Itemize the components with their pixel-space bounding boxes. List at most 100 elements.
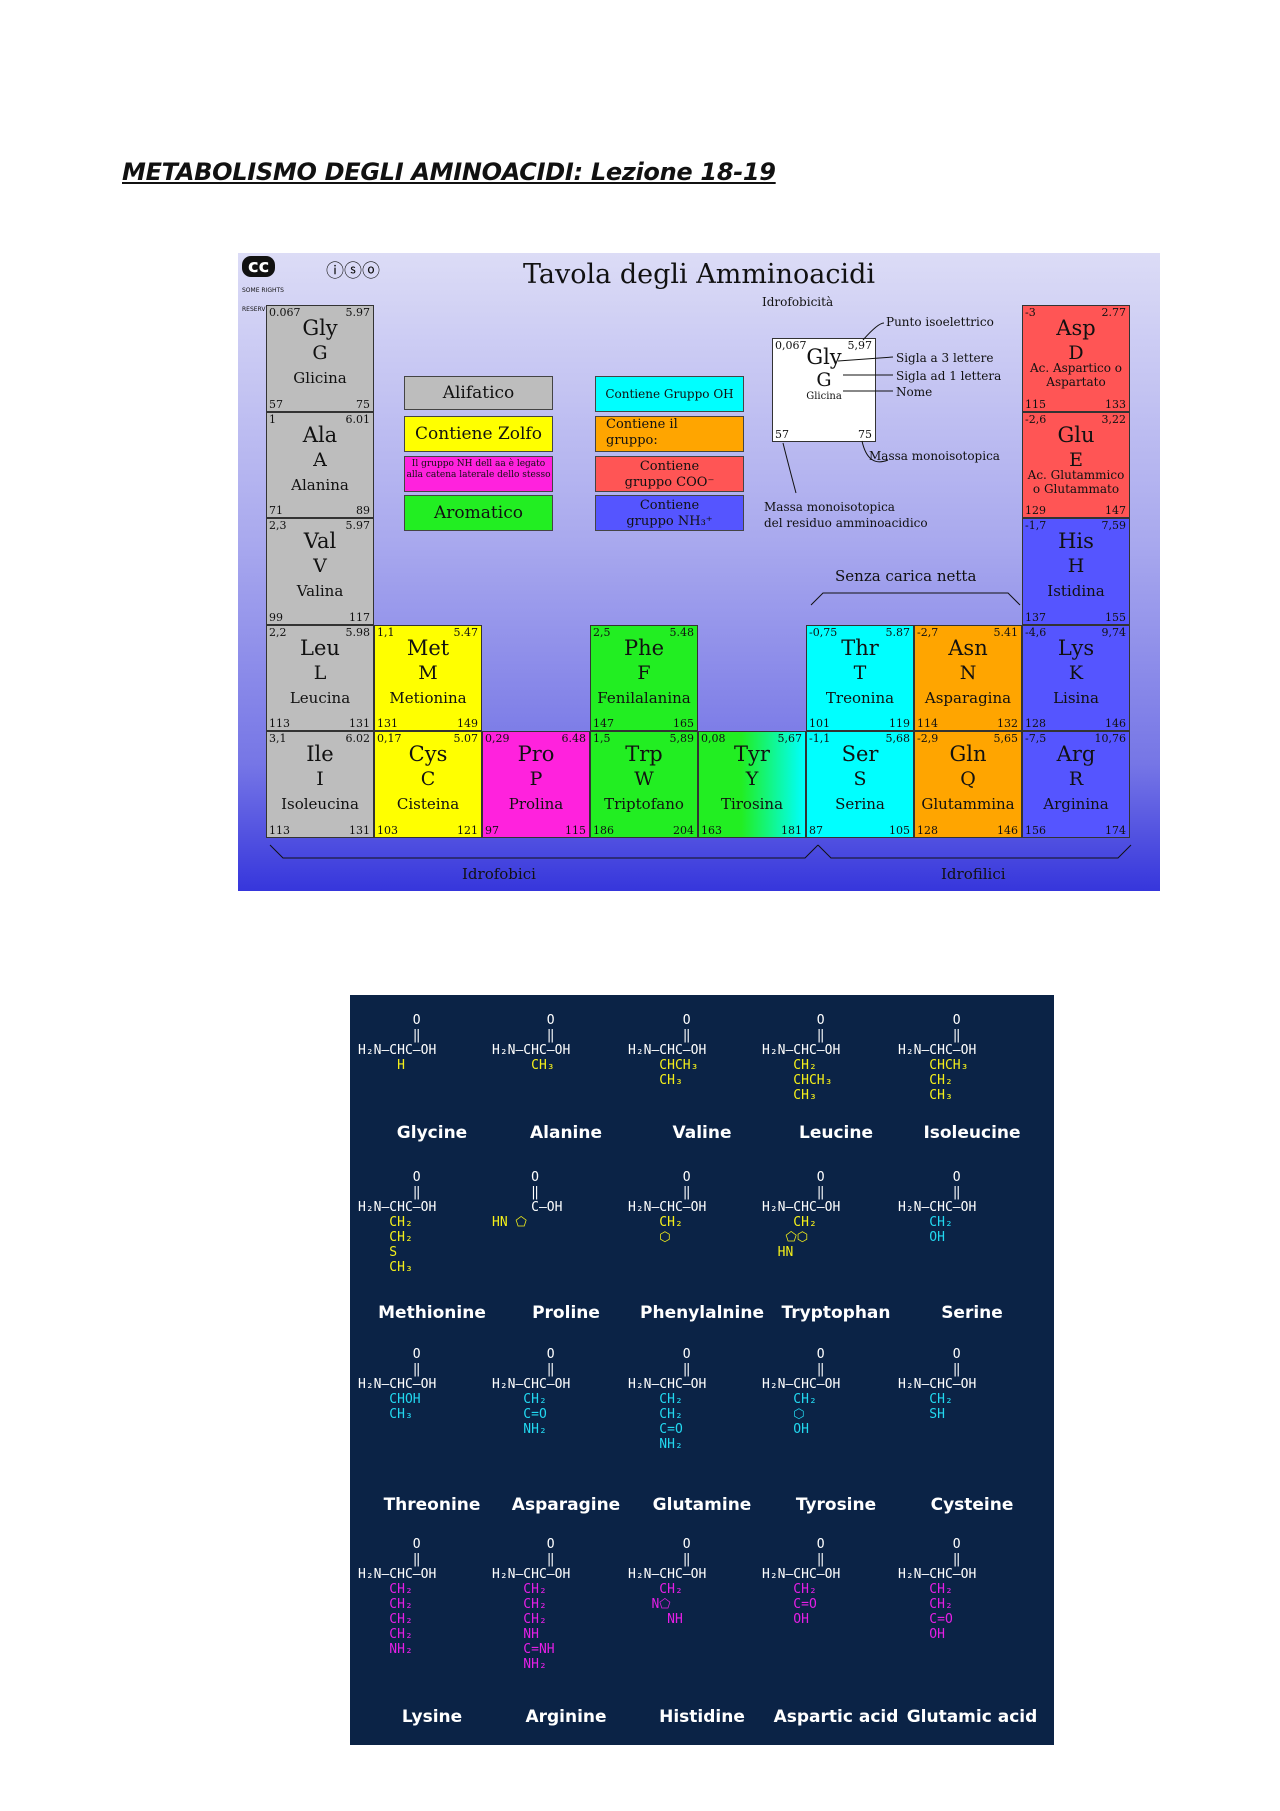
key-sample-pi: 5,97 xyxy=(847,339,873,352)
key-sample-residue-mass: 57 xyxy=(775,428,789,441)
formula-line: ‖ xyxy=(628,1185,691,1200)
formula-line: C=O xyxy=(898,1612,953,1627)
key-three-letter: Sigla a 3 lettere xyxy=(896,351,994,365)
formula-line: O xyxy=(628,1170,691,1185)
legend-amide: Contiene il gruppo: xyxy=(595,416,744,452)
formula-line: S xyxy=(358,1245,398,1260)
structural-formula: O ‖H₂N—CHC—OH CH₂ CH₂ C=O OH xyxy=(898,1537,1046,1642)
structure-name: Lysine xyxy=(401,1707,463,1727)
formula-line: CH₂ xyxy=(762,1392,817,1407)
aa-isoelectric-point: 3,22 xyxy=(1101,412,1127,426)
legend-sulfur: Contiene Zolfo xyxy=(404,416,553,452)
aa-one-letter-code: S xyxy=(853,768,867,790)
aa-three-letter-code: Leu xyxy=(300,635,340,660)
aa-name: Treonina xyxy=(825,688,895,707)
formula-line: O xyxy=(492,1347,555,1362)
formula-line: NH xyxy=(492,1627,539,1642)
formula-line: O xyxy=(358,1170,421,1185)
aa-residue-mass: 57 xyxy=(269,397,283,411)
formula-line: ‖ xyxy=(628,1552,691,1567)
formula-line: ‖ xyxy=(358,1362,421,1377)
structural-formula: O ‖H₂N—CHC—OH H xyxy=(358,1013,506,1073)
legend-oh: Contiene Gruppo OH xyxy=(595,376,744,412)
aa-mono-mass: 146 xyxy=(1105,717,1126,730)
structure-name: Isoleucine xyxy=(923,1123,1021,1143)
formula-line: O xyxy=(358,1537,421,1552)
aa-residue-mass: 131 xyxy=(377,717,398,730)
legend-coo-line2: gruppo COO⁻ xyxy=(624,475,715,490)
legend-aliphatic: Alifatico xyxy=(404,376,553,410)
hydrophobic-label: Idrofobici xyxy=(462,865,536,883)
aa-isoelectric-point: 5,65 xyxy=(993,732,1019,745)
aa-three-letter-code: Asn xyxy=(948,635,988,660)
aa-hydrophobicity: 0.067 xyxy=(269,306,301,319)
formula-line: ⬡ xyxy=(762,1407,805,1422)
aa-isoelectric-point: 9,74 xyxy=(1101,625,1127,639)
formula-line: CH₂ xyxy=(492,1597,547,1612)
aa-three-letter-code: Glu xyxy=(1057,422,1095,447)
aa-hydrophobicity: 0,17 xyxy=(377,732,402,745)
aa-three-letter-code: Gly xyxy=(302,316,338,340)
legend-nh3-line1: Contiene xyxy=(639,498,700,513)
formula-line: OH xyxy=(762,1422,809,1437)
aa-isoelectric-point: 5.98 xyxy=(345,625,371,639)
structural-formula: O ‖H₂N—CHC—OH CH₂ N⬠ NH xyxy=(628,1537,776,1627)
formula-line: CH₂ xyxy=(762,1215,817,1230)
hydrophilic-label: Idrofilici xyxy=(941,865,1006,883)
structure-lysine: O ‖H₂N—CHC—OH CH₂ CH₂ CH₂ CH₂ NH₂ Lysine xyxy=(358,995,506,1745)
formula-line: ‖ xyxy=(898,1362,961,1377)
aa-hydrophobicity: 2,3 xyxy=(269,519,287,532)
aa-residue-mass: 163 xyxy=(701,823,722,837)
formula-line: CHCH₃ xyxy=(898,1058,969,1073)
structure-name: Histidine xyxy=(659,1707,745,1727)
aa-name: Ac. Glutammico o Glutammato xyxy=(1027,467,1125,496)
legend-amide-line1: Contiene il xyxy=(606,417,678,432)
formula-line: ‖ xyxy=(762,1185,825,1200)
formula-line: ‖ xyxy=(358,1185,421,1200)
aa-one-letter-code: F xyxy=(637,661,651,684)
structural-formula: O ‖H₂N—CHC—OH CH₂ CH₂ S CH₃ xyxy=(358,1170,506,1275)
aa-mono-mass: 165 xyxy=(673,717,694,730)
formula-line: CHCH₃ xyxy=(628,1058,699,1073)
formula-line: CH₂ xyxy=(628,1215,683,1230)
aa-name: Alanina xyxy=(291,475,349,494)
aa-one-letter-code: P xyxy=(529,768,543,790)
aa-residue-mass: 99 xyxy=(269,610,283,624)
structural-formula: O ‖H₂N—CHC—OH CH₂ CH₂ C=O NH₂ xyxy=(628,1347,776,1452)
formula-line: CH₂ xyxy=(628,1582,683,1597)
structural-formula: O ‖H₂N—CHC—OH CH₂ CH₂ CH₂ CH₂ NH₂ xyxy=(358,1537,506,1657)
formula-line: CH₂ xyxy=(358,1230,413,1245)
aa-isoelectric-point: 5.48 xyxy=(669,625,695,639)
legend-nh3-line2: gruppo NH₃⁺ xyxy=(626,514,713,529)
formula-line: OH xyxy=(898,1627,945,1642)
aa-name: Triptofano xyxy=(604,795,684,813)
aa-three-letter-code: Trp xyxy=(625,742,663,766)
structural-formula: O ‖H₂N—CHC—OH CH₂ C=O NH₂ xyxy=(492,1347,640,1437)
aa-mono-mass: 117 xyxy=(349,610,370,624)
key-sample-cell: 0,067 5,97 Gly G Glicina 57 75 xyxy=(772,338,876,442)
aa-one-letter-code: K xyxy=(1068,661,1084,684)
formula-line: CH₂ xyxy=(762,1058,817,1073)
structure-name: Serine xyxy=(941,1303,1003,1323)
aa-name: Prolina xyxy=(508,795,564,813)
structural-formula: O ‖H₂N—CHC—OH CH₂ ⬡ xyxy=(628,1170,776,1245)
aa-mono-mass: 147 xyxy=(1105,504,1126,517)
aa-isoelectric-point: 6.02 xyxy=(345,732,371,745)
formula-line: CH₃ xyxy=(358,1407,413,1422)
formula-line: NH xyxy=(628,1612,683,1627)
aa-hydrophobicity: -1,7 xyxy=(1025,519,1047,532)
aa-residue-mass: 129 xyxy=(1025,504,1046,517)
aa-mono-mass: 131 xyxy=(349,823,370,837)
aa-name: Glutammina xyxy=(921,795,1015,813)
formula-line: O xyxy=(492,1013,555,1028)
